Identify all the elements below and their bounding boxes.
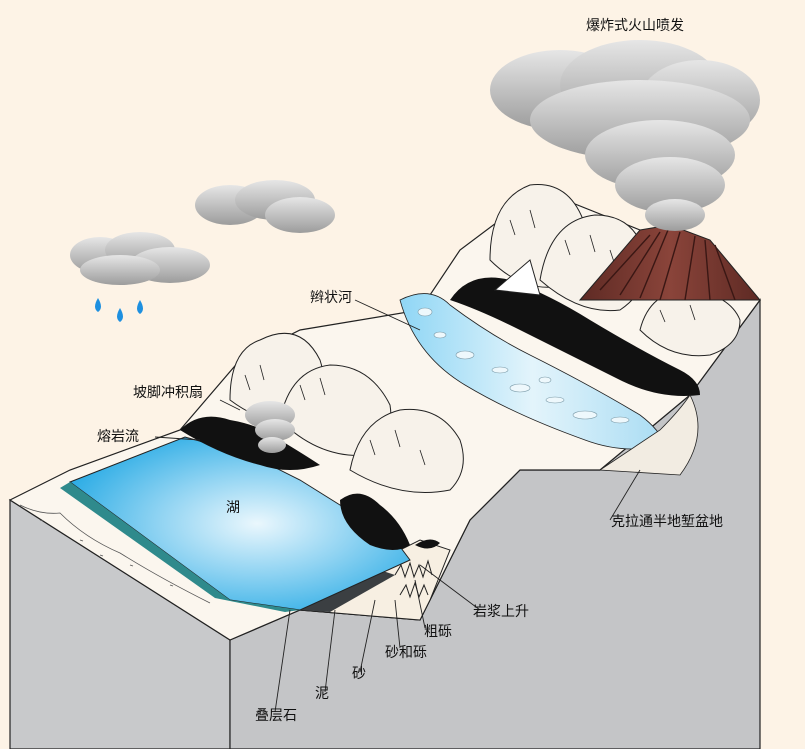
alluvial-fan-triangle xyxy=(493,259,541,296)
cloud-middle xyxy=(195,180,335,233)
right-slope xyxy=(598,394,699,476)
lava-flow-upper xyxy=(450,277,700,396)
lava-flow-vent xyxy=(415,539,440,549)
lava-flow-middle xyxy=(340,493,410,550)
steam-plume xyxy=(245,401,295,453)
volcano-ridges xyxy=(599,229,736,301)
raindrops xyxy=(95,298,143,322)
volcano xyxy=(578,224,762,301)
label-mud: 泥 xyxy=(315,686,329,702)
label-sand: 砂 xyxy=(352,666,366,682)
label-coarse-gravel: 粗砾 xyxy=(424,624,452,640)
label-lake: 湖 xyxy=(226,500,240,516)
label-stromatolite: 叠层石 xyxy=(255,708,297,724)
rain-cloud xyxy=(70,232,210,285)
label-rift-basin: 克拉通半地堑盆地 xyxy=(611,514,723,530)
gravel-zigzag xyxy=(394,559,433,599)
leader-lines xyxy=(154,299,641,713)
label-alluvial-fan: 坡脚冲积扇 xyxy=(133,385,203,401)
eruption-cloud xyxy=(490,40,760,231)
label-magma-rising: 岩浆上升 xyxy=(473,604,529,620)
mud-layer xyxy=(300,570,395,612)
river-bars xyxy=(417,307,630,424)
label-lava-flow: 熔岩流 xyxy=(97,429,139,445)
lake-shore-band xyxy=(60,482,300,612)
cliff-hatching xyxy=(244,209,696,466)
label-explosive-eruption: 爆炸式火山喷发 xyxy=(586,18,684,34)
label-sand-and-gravel: 砂和砾 xyxy=(385,645,427,661)
lava-flow-left xyxy=(180,416,320,470)
label-braided-river: 辫状河 xyxy=(310,290,352,306)
beach-texture xyxy=(19,504,211,604)
